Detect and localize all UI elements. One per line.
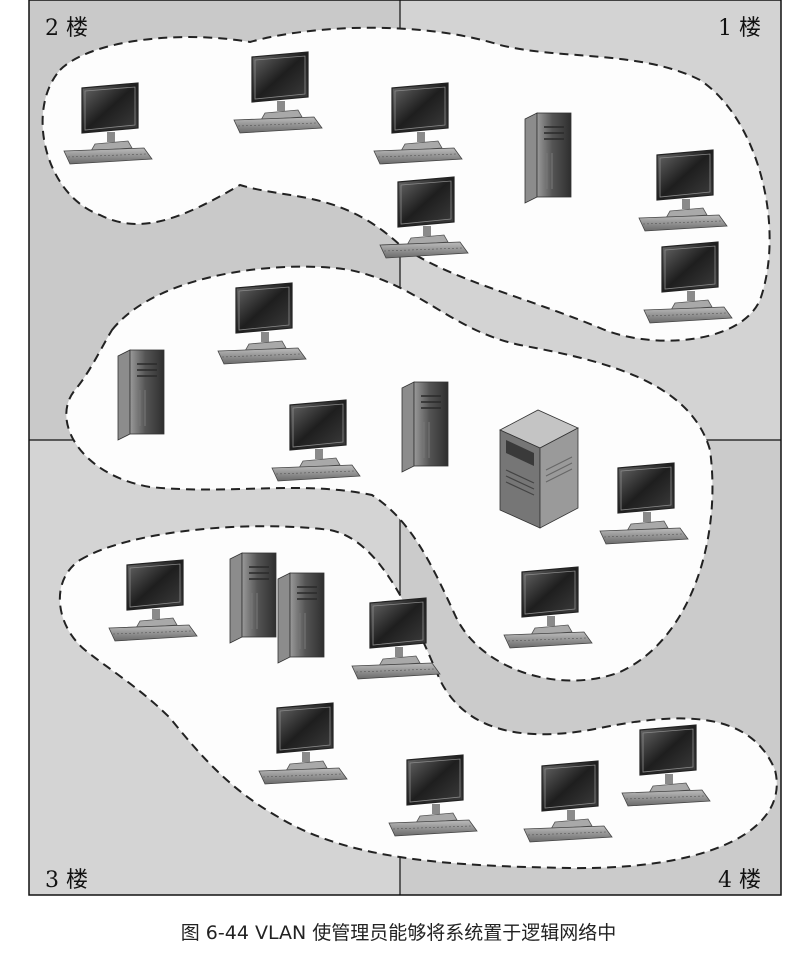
tower-server-icon — [524, 112, 572, 204]
diagram-border — [28, 0, 782, 896]
floor-1-label: 1 楼 — [718, 16, 761, 41]
figure-caption: 图 6-44 VLAN 使管理员能够将系统置于逻辑网络中 — [180, 922, 617, 944]
tower-server-icon — [401, 381, 449, 473]
floor-2-label: 2 楼 — [45, 16, 88, 41]
floor-3-label: 3 楼 — [45, 868, 88, 893]
tower-server-icon — [117, 349, 165, 441]
tower-server-icon — [277, 572, 325, 664]
tower-server-icon — [229, 552, 277, 644]
floor-4-label: 4 楼 — [718, 868, 761, 893]
vlan-diagram — [28, 0, 782, 896]
rack-server-icon — [499, 409, 579, 529]
